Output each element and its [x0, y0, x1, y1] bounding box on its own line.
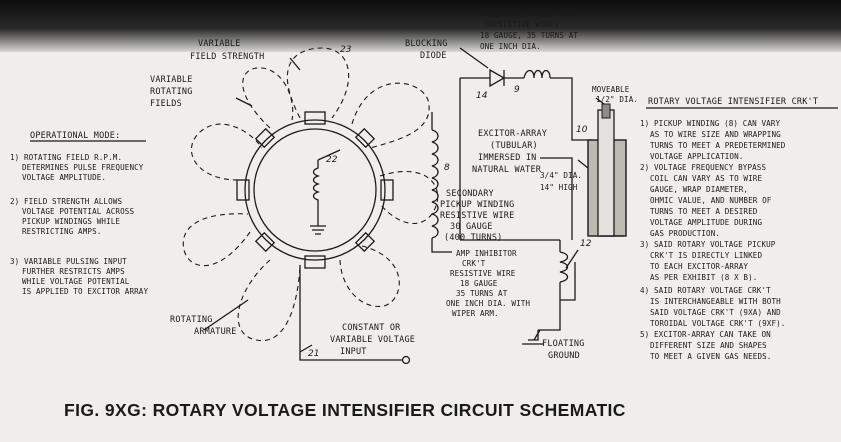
secondary-pickup-winding	[431, 112, 452, 253]
armature-pole	[354, 231, 376, 253]
armature-pole	[380, 179, 394, 201]
ref-number: 14	[476, 91, 488, 101]
inhibitor-coil	[559, 251, 569, 283]
ref-number: 21	[308, 349, 319, 359]
field-petal	[379, 170, 439, 224]
rvic-notes: ROTARY VOLTAGE INTENSIFIER CRK'T 1) PICK…	[640, 97, 838, 361]
input-wiring	[299, 265, 411, 365]
rotating-field-petals	[182, 47, 439, 342]
field-petal	[237, 259, 301, 342]
field-petal	[190, 123, 263, 181]
amp-inhibitor	[522, 240, 579, 345]
field-petal	[182, 213, 251, 267]
figure-caption: FIG. 9XG: ROTARY VOLTAGE INTENSIFIER CIR…	[64, 400, 626, 420]
label-frequency-bypass-coil: FREQUENCY BYPASS COIL(RESISTIVE WIRE)18 …	[480, 9, 578, 51]
operational-mode-heading: OPERATIONAL MODE:	[30, 131, 120, 141]
operational-mode-notes: OPERATIONAL MODE: 1) ROTATING FIELD R.P.…	[10, 131, 148, 296]
bypass-coil	[523, 69, 551, 79]
ref-number: 23	[340, 45, 352, 55]
operational-mode-item: 1) ROTATING FIELD R.P.M.DETERMINES PULSE…	[10, 153, 144, 182]
ref-number: 12	[580, 239, 592, 249]
wiper-arm	[565, 249, 579, 269]
rvic-note-lines: 1) PICKUP WINDING (8) CAN VARY AS TO WIR…	[640, 119, 790, 361]
field-petal	[286, 47, 350, 119]
armature-pole	[254, 231, 276, 253]
leader-lines	[203, 47, 605, 341]
armature-pole	[254, 127, 276, 149]
armature-pole	[304, 111, 326, 125]
ref-number: 9	[514, 85, 520, 95]
armature-pole	[354, 127, 376, 149]
field-petal	[351, 82, 430, 149]
armature-pole	[236, 179, 250, 201]
rotating-armature	[236, 111, 394, 269]
ref-number: 10	[576, 125, 588, 135]
ref-number: 22	[326, 155, 338, 165]
input-terminal	[401, 355, 411, 365]
field-petal	[242, 67, 294, 129]
main-circuit	[459, 68, 592, 241]
excitor-array	[587, 103, 627, 237]
scan-dark-edge	[0, 0, 841, 52]
label-excitor-dimensions: 3/4" DIA.14" HIGH	[540, 171, 582, 192]
field-petal	[339, 245, 400, 307]
rvic-heading: ROTARY VOLTAGE INTENSIFIER CRK'T	[648, 97, 818, 107]
armature-pole	[304, 255, 326, 269]
diode	[489, 68, 506, 88]
inner-coil	[312, 160, 321, 214]
ref-number: 8	[444, 163, 450, 173]
